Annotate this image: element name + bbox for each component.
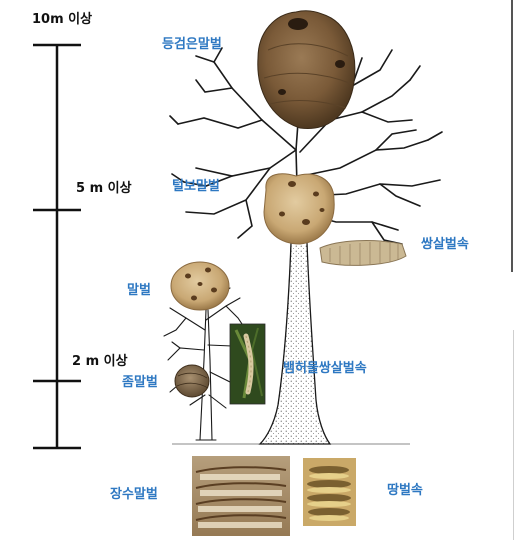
label-mal-beol: 말벌	[127, 284, 151, 297]
label-baem-heo-mul: 뱀허물쌍살벌속	[283, 362, 367, 375]
nest-mal-beol	[171, 262, 229, 310]
label-jom-mal-beol: 좀말벌	[122, 376, 158, 389]
tree-trunk	[260, 215, 330, 444]
nest-ssang-sal	[320, 241, 406, 266]
label-jang-su: 장수말벌	[110, 488, 158, 501]
scale-label-5m: 5 m 이상	[76, 182, 132, 195]
label-dung-geom-eun: 등검은말벌	[162, 38, 222, 51]
label-teol-bo: 털보말벌	[172, 180, 220, 193]
nest-dung-geom-eun	[258, 11, 355, 129]
label-ttang-beol-sok: 땅벌속	[387, 484, 423, 497]
scale-label-2m: 2 m 이상	[72, 355, 128, 368]
nest-jang-su	[192, 456, 290, 536]
label-ssang-sal-sok: 쌍살벌속	[421, 238, 469, 251]
nest-teol-bo	[264, 174, 334, 244]
height-scale	[33, 45, 81, 448]
right-border-line-lower	[513, 330, 514, 540]
right-border-line	[511, 0, 513, 272]
scale-label-10m: 10m 이상	[32, 13, 92, 26]
nest-jom-mal-beol	[175, 365, 209, 397]
nest-ttang-beol	[303, 458, 356, 526]
nest-baem-heo-mul	[230, 324, 265, 404]
